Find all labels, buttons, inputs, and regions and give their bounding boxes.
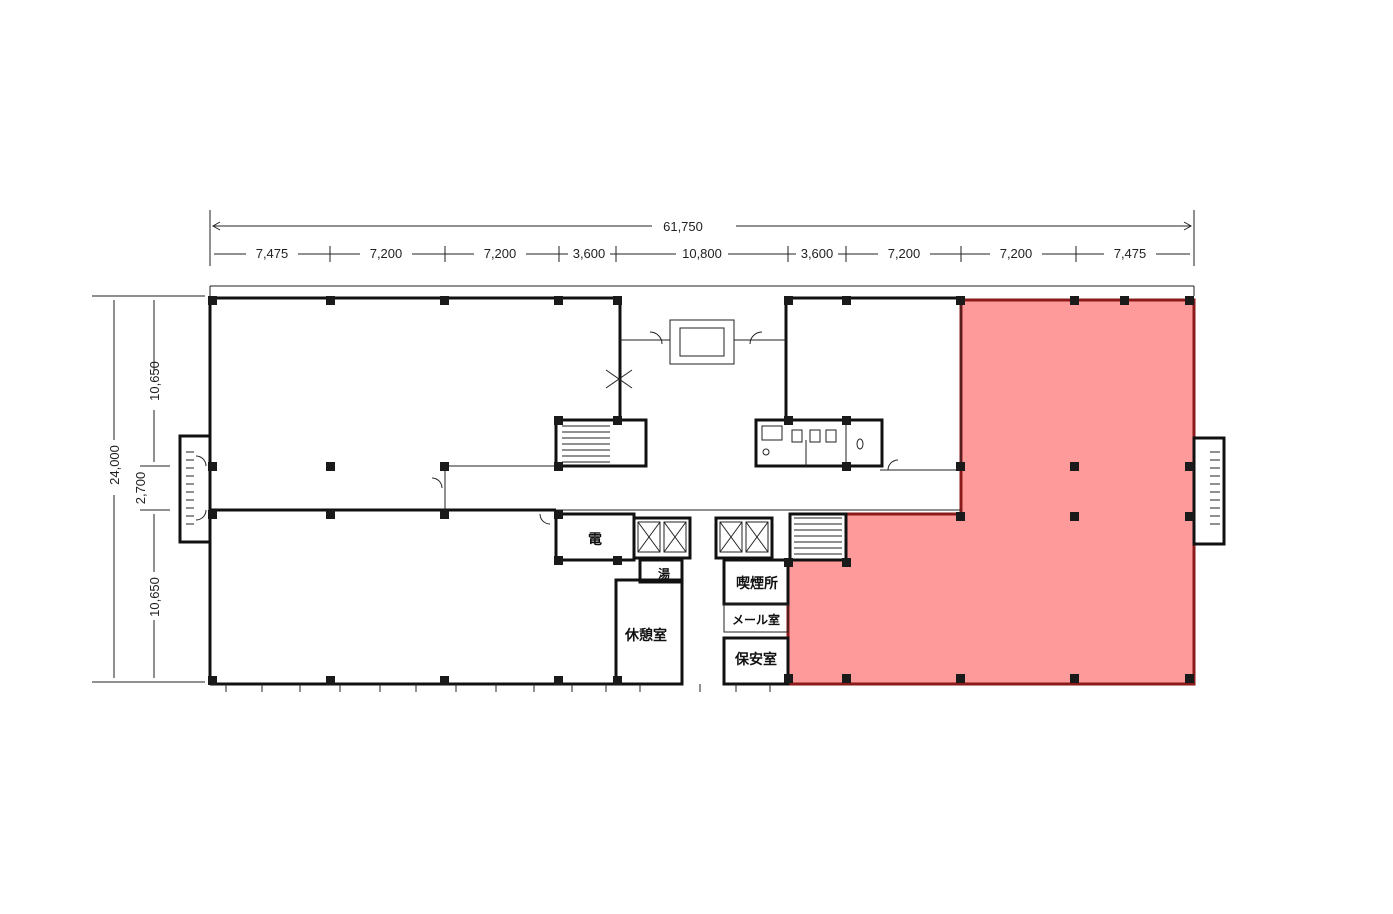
room-mail: メール室 xyxy=(732,612,780,627)
stairs-left-core xyxy=(562,425,610,463)
dim-total-width: 61,750 xyxy=(663,219,703,234)
span-labels: 7,475 7,200 7,200 3,600 10,800 3,600 7,2… xyxy=(246,244,1156,264)
span-label-5: 10,800 xyxy=(682,246,722,261)
room-smoking: 喫煙所 xyxy=(736,575,778,592)
span-label-3: 7,200 xyxy=(484,246,517,261)
depth-label-3: 10,650 xyxy=(147,577,162,617)
span-label-6: 3,600 xyxy=(801,246,834,261)
stairs-exterior xyxy=(186,451,1220,525)
building-walls xyxy=(178,285,1226,686)
highlighted-area[interactable] xyxy=(786,298,1196,686)
span-label-9: 7,475 xyxy=(1114,246,1147,261)
depth-label-1: 10,650 xyxy=(147,361,162,401)
dim-total-depth: 24,000 xyxy=(107,445,122,485)
span-label-1: 7,475 xyxy=(256,246,289,261)
left-dimensions xyxy=(92,295,205,683)
span-label-2: 7,200 xyxy=(370,246,403,261)
room-electric: 電 xyxy=(588,531,602,548)
columns xyxy=(208,296,1194,685)
toilet-fixtures xyxy=(761,424,864,466)
room-rest-room: 休憩室 xyxy=(624,627,667,644)
elevator-shafts xyxy=(637,521,769,553)
doors xyxy=(195,331,899,692)
span-label-8: 7,200 xyxy=(1000,246,1033,261)
depth-labels: 24,000 10,650 2,700 10,650 xyxy=(107,361,162,617)
room-hot-water: 湯 xyxy=(658,566,670,581)
depth-label-2: 2,700 xyxy=(133,472,148,505)
stairs-right-core xyxy=(794,517,842,555)
room-security: 保安室 xyxy=(734,651,777,668)
span-label-4: 3,600 xyxy=(573,246,606,261)
span-label-7: 7,200 xyxy=(888,246,921,261)
